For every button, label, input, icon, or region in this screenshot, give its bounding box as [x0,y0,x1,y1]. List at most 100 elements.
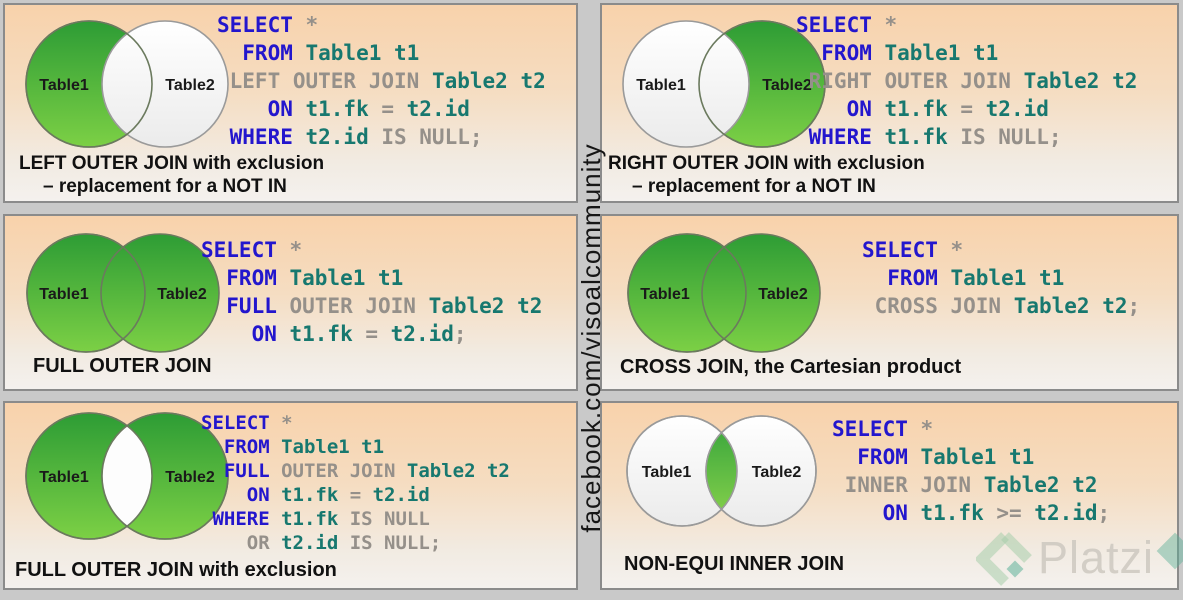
sql-token-muted: IS NULL; [947,125,1062,149]
sql-token-keyword: SELECT [201,412,270,434]
sql-token-keyword: SELECT [201,238,277,262]
sql-token-muted: OUTER JOIN [269,460,396,482]
venn-label-table1: Table1 [640,286,690,303]
panel-left-outer-join-exclusion: Table1 Table2 SELECT * FROM Table1 t1 LE… [3,3,578,203]
venn-diagram: Table1 Table2 [19,17,233,156]
venn-label-table2: Table2 [762,77,812,94]
sql-code-line: WHERE t2.id IS NULL; [217,123,546,151]
sql-token-muted: LEFT OUTER JOIN [217,69,420,93]
venn-label-table1: Table1 [39,469,89,486]
venn-label-table1: Table1 [642,464,692,481]
sql-token-muted: * [292,13,319,37]
sql-token-table: Table2 t2 [395,460,510,482]
sql-token-keyword: ON [201,484,270,506]
sql-code-line: FROM Table1 t1 [201,435,510,459]
sql-code: SELECT * FROM Table1 t1 CROSS JOIN Table… [862,236,1140,320]
sql-code-line: SELECT * [201,236,542,264]
sql-token-muted: * [276,238,303,262]
venn-svg: Table1 Table2 [26,233,220,353]
sql-code-line: FULL OUTER JOIN Table2 t2 [201,292,542,320]
sql-token-keyword: SELECT [862,238,938,262]
venn-label-table2: Table2 [165,77,215,94]
sql-code-line: OR t2.id IS NULL; [201,531,510,555]
sql-token-muted: ; [1127,294,1141,318]
sql-code-line: SELECT * [796,11,1137,39]
sql-token-table: t2.id [361,484,430,506]
sql-token-keyword: WHERE [201,508,270,530]
venn-svg: Table1 Table2 [622,20,826,148]
panel-cross-join: Table1 Table2 SELECT * FROM Table1 t1 CR… [600,214,1179,391]
venn-svg: Table1 Table2 [626,415,817,527]
sql-code-line: ON t1.fk >= t2.id; [832,499,1111,527]
sql-code-line: FROM Table1 t1 [796,39,1137,67]
sql-code-line: WHERE t1.fk IS NULL [201,507,510,531]
sql-code-line: FROM Table1 t1 [862,264,1140,292]
sql-code-line: FULL OUTER JOIN Table2 t2 [201,459,510,483]
venn-diagram: Table1 Table2 [620,228,828,363]
sql-token-muted: = [338,484,362,506]
sql-token-keyword: FROM [201,436,270,458]
caption-line: CROSS JOIN, the Cartesian product [620,356,962,378]
sql-token-muted: ; [453,322,467,346]
sql-token-muted: = [947,97,974,121]
sql-token-table: t2.id [292,125,369,149]
sql-token-muted: = [352,322,379,346]
venn-diagram: Table1 Table2 [618,411,830,538]
venn-svg: Table1 Table2 [25,20,229,148]
sql-token-table: t2.id [378,322,454,346]
sql-token-muted: IS NULL; [338,532,442,554]
sql-token-table: t1.fk [269,484,339,506]
sql-token-keyword: FROM [832,445,908,469]
sql-token-table: t2.id [394,97,470,121]
sql-token-table: Table2 t2 [419,69,546,93]
sql-token-table: Table2 t2 [1001,294,1128,318]
panel-full-outer-join-exclusion: Table1 Table2 SELECT * FROM Table1 t1 FU… [3,401,578,590]
sql-token-table: Table1 t1 [292,41,420,65]
sql-code-line: ON t1.fk = t2.id [217,95,546,123]
sql-code-line: SELECT * [862,236,1140,264]
sql-token-muted: * [907,417,934,441]
sql-token-muted: >= [983,501,1022,525]
sql-token-keyword: WHERE [796,125,872,149]
panel-caption: NON-EQUI INNER JOIN [624,553,844,576]
sql-code-line: ON t1.fk = t2.id [796,95,1137,123]
sql-token-table: Table1 t1 [269,436,385,458]
sql-token-muted: IS NULL [338,508,430,530]
sql-code-line: FROM Table1 t1 [201,264,542,292]
sql-token-muted: RIGHT OUTER JOIN [796,69,1011,93]
sql-code: SELECT * FROM Table1 t1 LEFT OUTER JOIN … [217,11,546,151]
sql-token-table: Table2 t2 [415,294,543,318]
sql-token-muted: * [269,412,293,434]
sql-token-muted: OUTER JOIN [276,294,416,318]
sql-token-muted: ; [1097,501,1111,525]
sql-token-keyword: FROM [862,266,938,290]
sql-token-keyword: FROM [217,41,293,65]
sql-token-keyword: ON [217,97,293,121]
sql-code: SELECT * FROM Table1 t1 FULL OUTER JOIN … [201,411,510,555]
sql-token-table: Table1 t1 [871,41,999,65]
sql-code-line: LEFT OUTER JOIN Table2 t2 [217,67,546,95]
sql-token-keyword: SELECT [217,13,293,37]
venn-label-table1: Table1 [39,77,89,94]
sql-token-keyword: WHERE [217,125,293,149]
sql-token-table: t1.fk [292,97,369,121]
sql-code-line: CROSS JOIN Table2 t2; [862,292,1141,320]
sql-token-keyword: ON [832,501,908,525]
sql-token-table: t2.id [269,532,339,554]
sql-token-muted: * [871,13,898,37]
panel-right-outer-join-exclusion: Table1 Table2 SELECT * FROM Table1 t1 RI… [600,3,1179,203]
venn-label-table2: Table2 [165,469,215,486]
sql-token-muted: INNER JOIN [832,473,972,497]
venn-diagram: Table1 Table2 [19,409,233,548]
venn-svg: Table1 Table2 [25,412,229,540]
sql-token-keyword: ON [201,322,277,346]
sql-token-muted: CROSS JOIN [862,294,1002,318]
sql-token-table: t1.fk [276,322,353,346]
caption-line: LEFT OUTER JOIN with exclusion [19,153,325,174]
sql-code: SELECT * FROM Table1 t1 INNER JOIN Table… [832,415,1110,527]
sql-token-keyword: SELECT [796,13,872,37]
facebook-url-vertical-text: facebook.com/visoalcommunity [576,143,606,533]
sql-code-line: ON t1.fk = t2.id [201,483,510,507]
caption-line: RIGHT OUTER JOIN with exclusion [608,153,925,174]
